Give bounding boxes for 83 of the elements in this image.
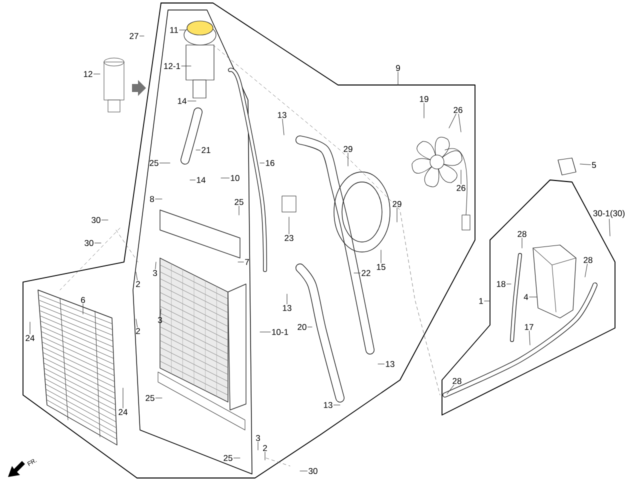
callout-number: 28: [452, 378, 462, 384]
leader-line: [354, 272, 361, 274]
leader-line: [484, 300, 490, 302]
leader-line: [155, 262, 156, 270]
callout-number: 7: [245, 259, 249, 265]
callout-number: 25: [150, 160, 158, 166]
callout-number: 30: [308, 468, 318, 474]
leader-line: [458, 114, 462, 132]
callout-number: 13: [386, 361, 394, 367]
leader-line: [580, 164, 591, 166]
callout-number: 24: [118, 409, 128, 415]
callout-number: 3: [152, 270, 157, 276]
leader-line: [187, 100, 196, 102]
callout-number: 12: [84, 71, 92, 77]
callout-number: 28: [584, 257, 592, 263]
callout-number: 30-1(30): [593, 210, 625, 218]
leader-line: [286, 294, 288, 304]
callout-number: 9: [396, 65, 400, 71]
leader-line: [529, 296, 538, 298]
callout-number: 4: [524, 294, 528, 300]
leader-line: [448, 114, 456, 128]
callout-number: 27: [130, 33, 138, 39]
callout-number: 14: [178, 98, 186, 104]
leader-line: [122, 388, 124, 408]
leader-line: [82, 304, 84, 314]
callout-number: 26: [454, 107, 462, 113]
callout-number: 23: [284, 235, 294, 241]
callout-number: 8: [150, 196, 154, 202]
leader-line: [307, 326, 312, 328]
callout-number: 11: [170, 27, 178, 33]
callout-number: 13: [278, 112, 286, 118]
leader-line: [136, 318, 138, 328]
leader-line: [264, 452, 266, 460]
callout-number: 1: [479, 298, 483, 304]
callout-number: 6: [81, 297, 85, 303]
leader-line: [288, 216, 290, 234]
callout-number: 10: [230, 175, 240, 181]
callout-number: 29: [392, 201, 402, 207]
callout-number: 2: [136, 281, 140, 287]
leader-line: [300, 470, 308, 472]
leader-line: [446, 384, 454, 394]
callout-number: 3: [158, 317, 162, 323]
leader-line: [159, 162, 170, 164]
leader-line: [380, 250, 382, 264]
callout-number: 28: [518, 231, 526, 237]
callout-number: 30: [92, 217, 100, 223]
callout-number: 22: [362, 270, 370, 276]
callout-number: 21: [202, 147, 210, 153]
leader-line: [136, 272, 138, 280]
callout-number: 13: [324, 402, 332, 408]
leader-line: [460, 170, 462, 184]
leader-line: [238, 206, 240, 216]
callout-number: 26: [456, 185, 466, 191]
leader-line: [608, 218, 610, 236]
leader-line: [94, 242, 102, 244]
callout-number: 25: [146, 395, 154, 401]
callout-number: 3: [256, 435, 260, 441]
leader-line: [260, 162, 265, 164]
callout-number: 10-1: [272, 329, 288, 335]
leader-line: [333, 404, 340, 406]
callout-number: 24: [26, 335, 34, 341]
callout-number: 16: [266, 160, 274, 166]
callout-number: 13: [282, 305, 292, 311]
callout-number: 25: [234, 199, 244, 205]
leader-line: [155, 198, 162, 200]
callout-number: 2: [263, 445, 267, 451]
leader-line: [528, 330, 530, 346]
callout-number: 30: [84, 240, 94, 246]
callout-number: 19: [420, 96, 428, 102]
callout-number: 15: [376, 264, 386, 270]
leader-line: [160, 308, 162, 316]
callout-number: 2: [136, 328, 140, 334]
callout-number: 12-1: [164, 63, 180, 69]
callout-number: 29: [344, 146, 352, 152]
callout-number: 25: [224, 455, 232, 461]
callout-number: 18: [496, 281, 506, 287]
callout-number: 5: [592, 162, 596, 168]
callout-number: 17: [524, 324, 534, 330]
leader-line: [396, 208, 398, 222]
leader-line: [584, 264, 588, 278]
leader-line: [282, 118, 284, 136]
callout-number: 20: [298, 324, 306, 330]
callout-number: 14: [196, 177, 206, 183]
